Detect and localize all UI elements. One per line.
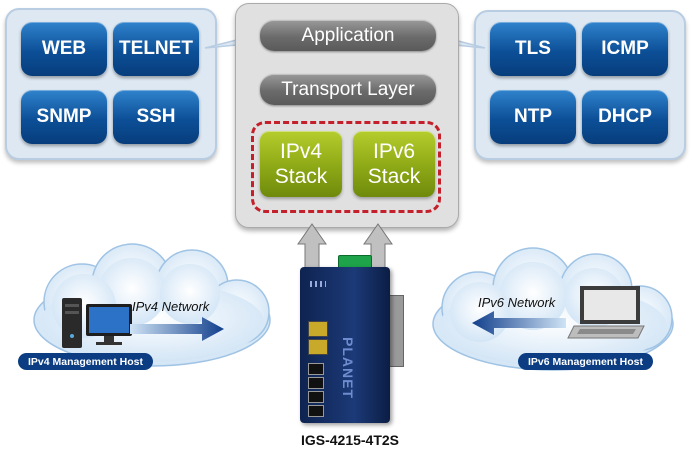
service-ntp: NTP [490,90,576,144]
sfp-port [308,339,328,355]
ipv6-network-label: IPv6 Network [478,295,556,310]
desktop-pc-icon [62,298,132,348]
led-indicators [310,281,326,287]
ipv4-stack: IPv4 Stack [260,131,342,197]
service-ssh: SSH [113,90,199,144]
laptop-icon [567,286,645,339]
left-services-panel: WEB TELNET SNMP SSH [5,8,217,160]
service-snmp: SNMP [21,90,107,144]
ip-stack-group [251,121,441,213]
switch-body: PLANET [300,267,390,423]
service-icmp: ICMP [582,22,668,76]
ipv6-host-badge: IPv6 Management Host [518,353,653,370]
ipv4-stack-line2: Stack [274,165,328,188]
brand-logo: PLANET [340,337,356,399]
switch-device: PLANET [300,255,404,425]
ethernet-port [308,377,324,389]
ipv6-stack: IPv6 Stack [353,131,435,197]
ipv4-stack-line1: IPv4 [279,140,323,163]
transport-layer: Transport Layer [260,74,436,105]
sfp-port [308,321,328,337]
protocol-stack: Application Transport Layer IPv4 Stack I… [235,3,459,228]
device-model-label: IGS-4215-4T2S [300,432,400,448]
right-arrow-icon [130,317,224,341]
ipv6-stack-line2: Stack [367,165,421,188]
din-rail-clip [388,295,404,367]
ethernet-port [308,363,324,375]
ipv4-host-badge: IPv4 Management Host [18,353,153,370]
ethernet-port [308,405,324,417]
ipv4-network-label: IPv4 Network [132,299,210,314]
service-web: WEB [21,22,107,76]
ipv6-stack-line1: IPv6 [372,140,416,163]
left-arrow-icon [472,311,566,335]
service-telnet: TELNET [113,22,199,76]
service-dhcp: DHCP [582,90,668,144]
service-tls: TLS [490,22,576,76]
application-layer: Application [260,20,436,51]
right-services-panel: TLS ICMP NTP DHCP [474,10,686,160]
ethernet-port [308,391,324,403]
